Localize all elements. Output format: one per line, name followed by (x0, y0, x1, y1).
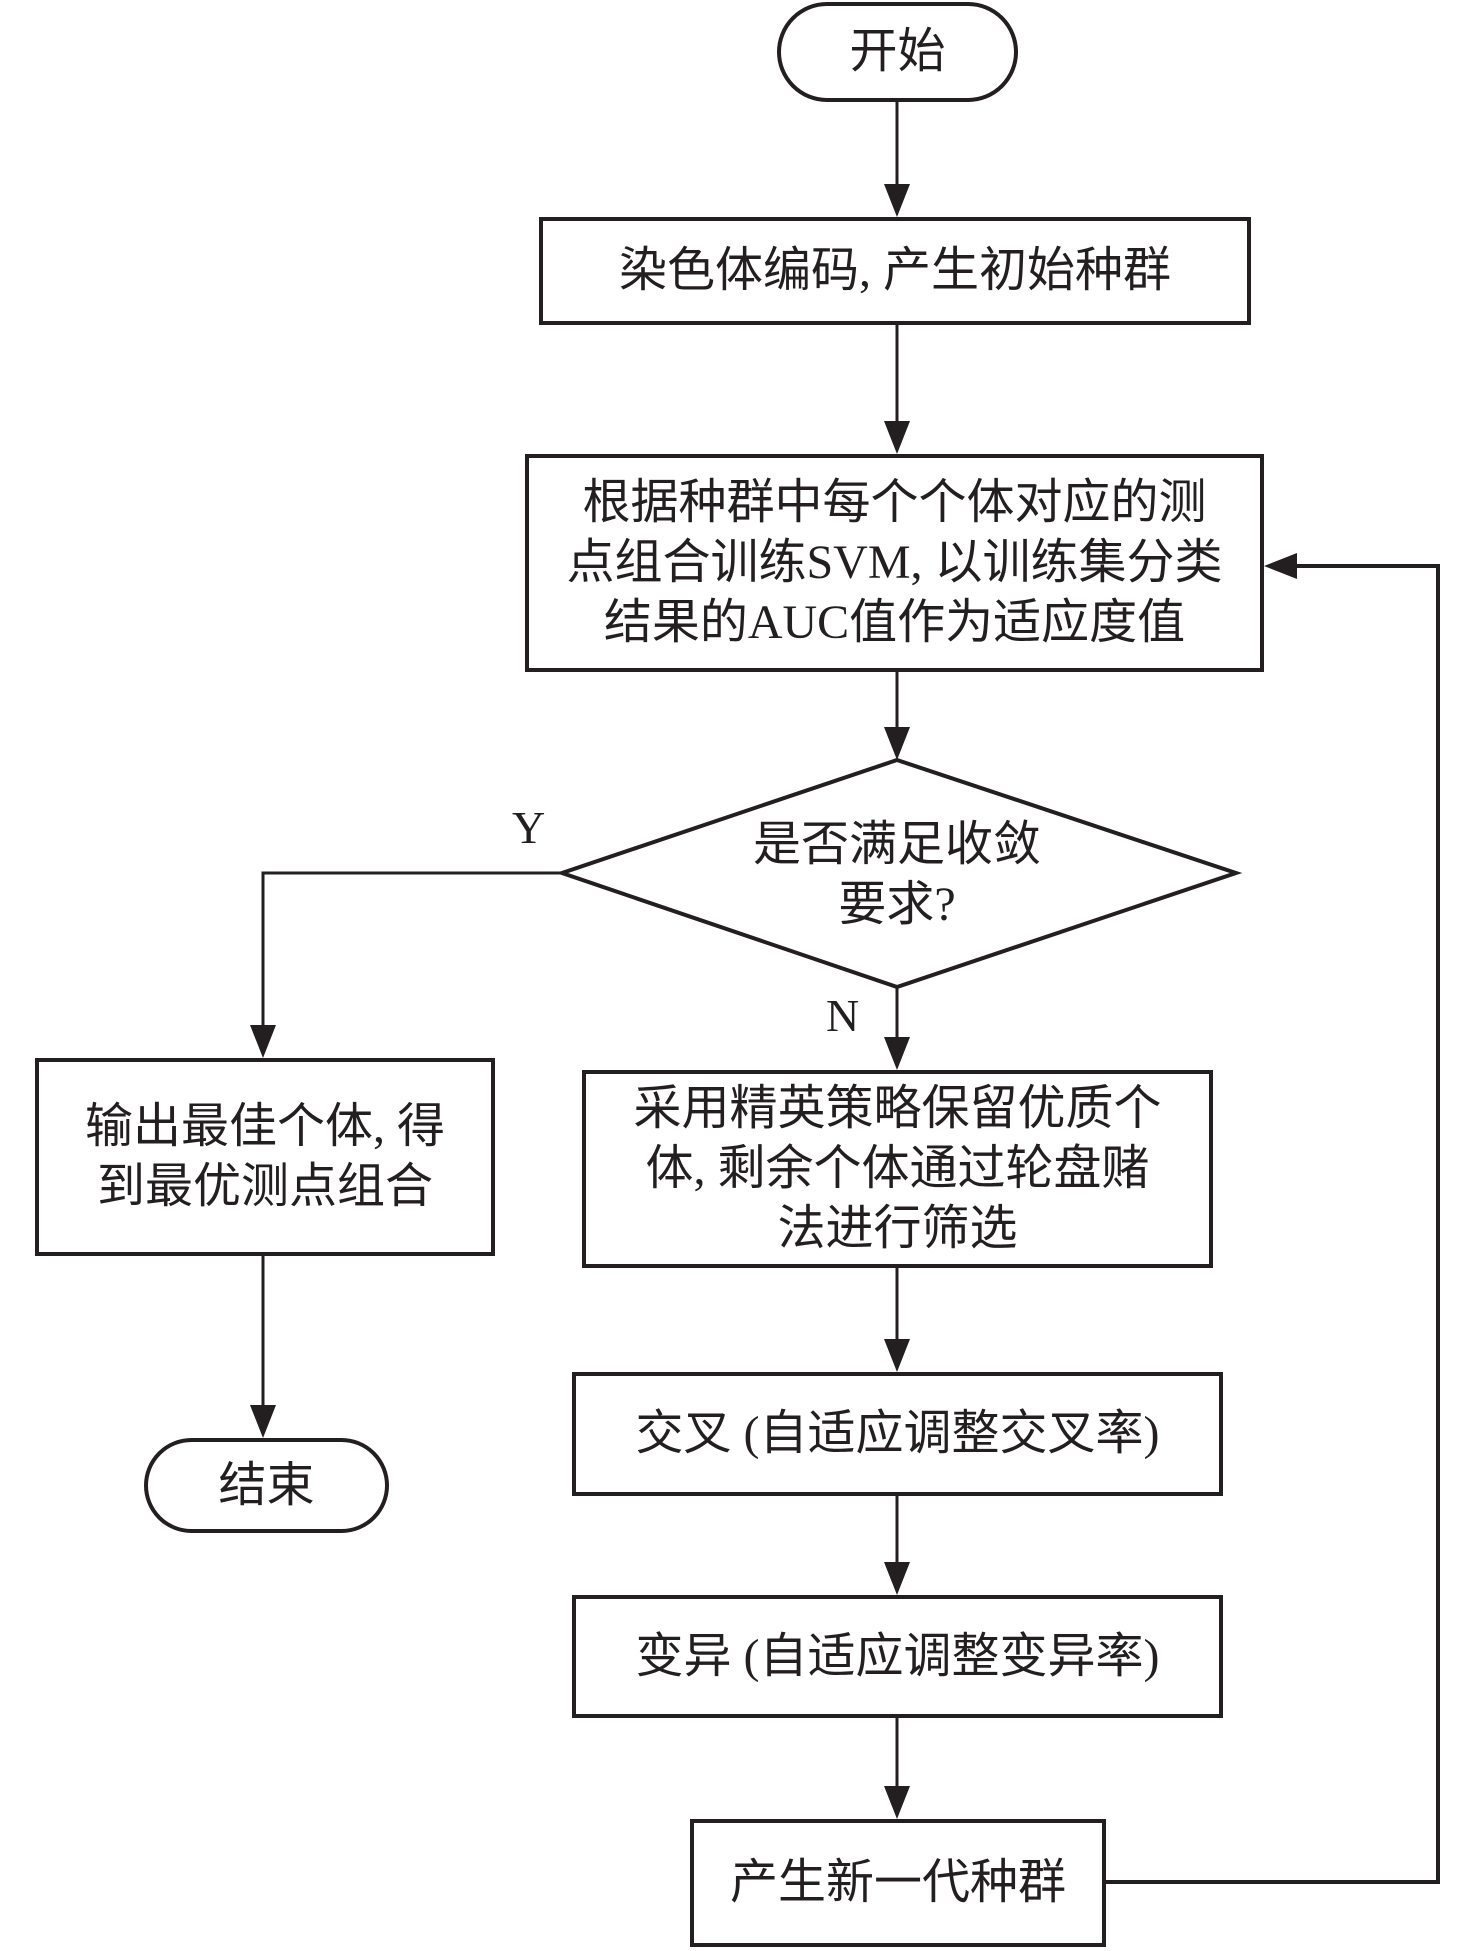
train-label-line-2: 点组合训练SVM, 以训练集分类 (566, 536, 1223, 589)
train-svm-process-box: 根据种群中每个个体对应的测 点组合训练SVM, 以训练集分类 结果的AUC值作为… (525, 454, 1264, 672)
new-generation-label: 产生新一代种群 (729, 1856, 1066, 1909)
decision-diamond-shape (555, 757, 1243, 990)
convergence-decision: 是否满足收敛 要求? (700, 813, 1094, 937)
arrowhead-loop (1264, 553, 1297, 579)
arrowhead-mutation (884, 1562, 910, 1595)
decision-label-line-1: 是否满足收敛 (752, 818, 1041, 871)
mutation-process-box: 变异 (自适应调整变异率) (572, 1595, 1223, 1718)
output-label-line-1: 输出最佳个体, 得 (84, 1100, 445, 1153)
encode-process-box: 染色体编码, 产生初始种群 (539, 217, 1251, 325)
select-label-line-1: 采用精英策略保留优质个 (633, 1082, 1162, 1135)
decision-label-line-2: 要求? (838, 878, 956, 931)
new-generation-process-box: 产生新一代种群 (690, 1819, 1106, 1947)
output-label-line-2: 到最优测点组合 (96, 1160, 433, 1213)
select-label-line-3: 法进行筛选 (777, 1202, 1018, 1255)
edge-decision-output (261, 871, 562, 1032)
arrowhead-output (250, 1025, 276, 1058)
yes-branch-label: Y (512, 802, 546, 853)
encode-label: 染色体编码, 产生初始种群 (618, 244, 1171, 297)
selection-process-box: 采用精英策略保留优质个 体, 剩余个体通过轮盘赌 法进行筛选 (582, 1070, 1213, 1268)
crossover-process-box: 交叉 (自适应调整交叉率) (572, 1372, 1223, 1496)
start-label: 开始 (849, 25, 946, 78)
crossover-label: 交叉 (自适应调整交叉率) (635, 1407, 1160, 1460)
no-branch-label: N (826, 990, 860, 1041)
arrowhead-newgen (884, 1786, 910, 1819)
arrowhead-select (884, 1037, 910, 1070)
train-label-line-1: 根据种群中每个个体对应的测 (582, 476, 1207, 529)
arrowhead-train (884, 421, 910, 454)
arrowhead-encode (884, 184, 910, 217)
select-label-line-2: 体, 剩余个体通过轮盘赌 (645, 1142, 1150, 1195)
mutation-label: 变异 (自适应调整变异率) (635, 1629, 1160, 1683)
arrowhead-crossover (884, 1339, 910, 1372)
output-best-box: 输出最佳个体, 得 到最优测点组合 (35, 1058, 495, 1256)
train-label-line-3: 结果的AUC值作为适应度值 (603, 596, 1186, 649)
end-label: 结束 (218, 1458, 315, 1512)
arrowhead-end (250, 1405, 276, 1438)
end-terminal: 结束 (144, 1438, 389, 1533)
edge-newgen-train-loop (1106, 564, 1440, 1884)
start-terminal: 开始 (777, 2, 1018, 102)
arrowhead-decision (884, 727, 910, 760)
